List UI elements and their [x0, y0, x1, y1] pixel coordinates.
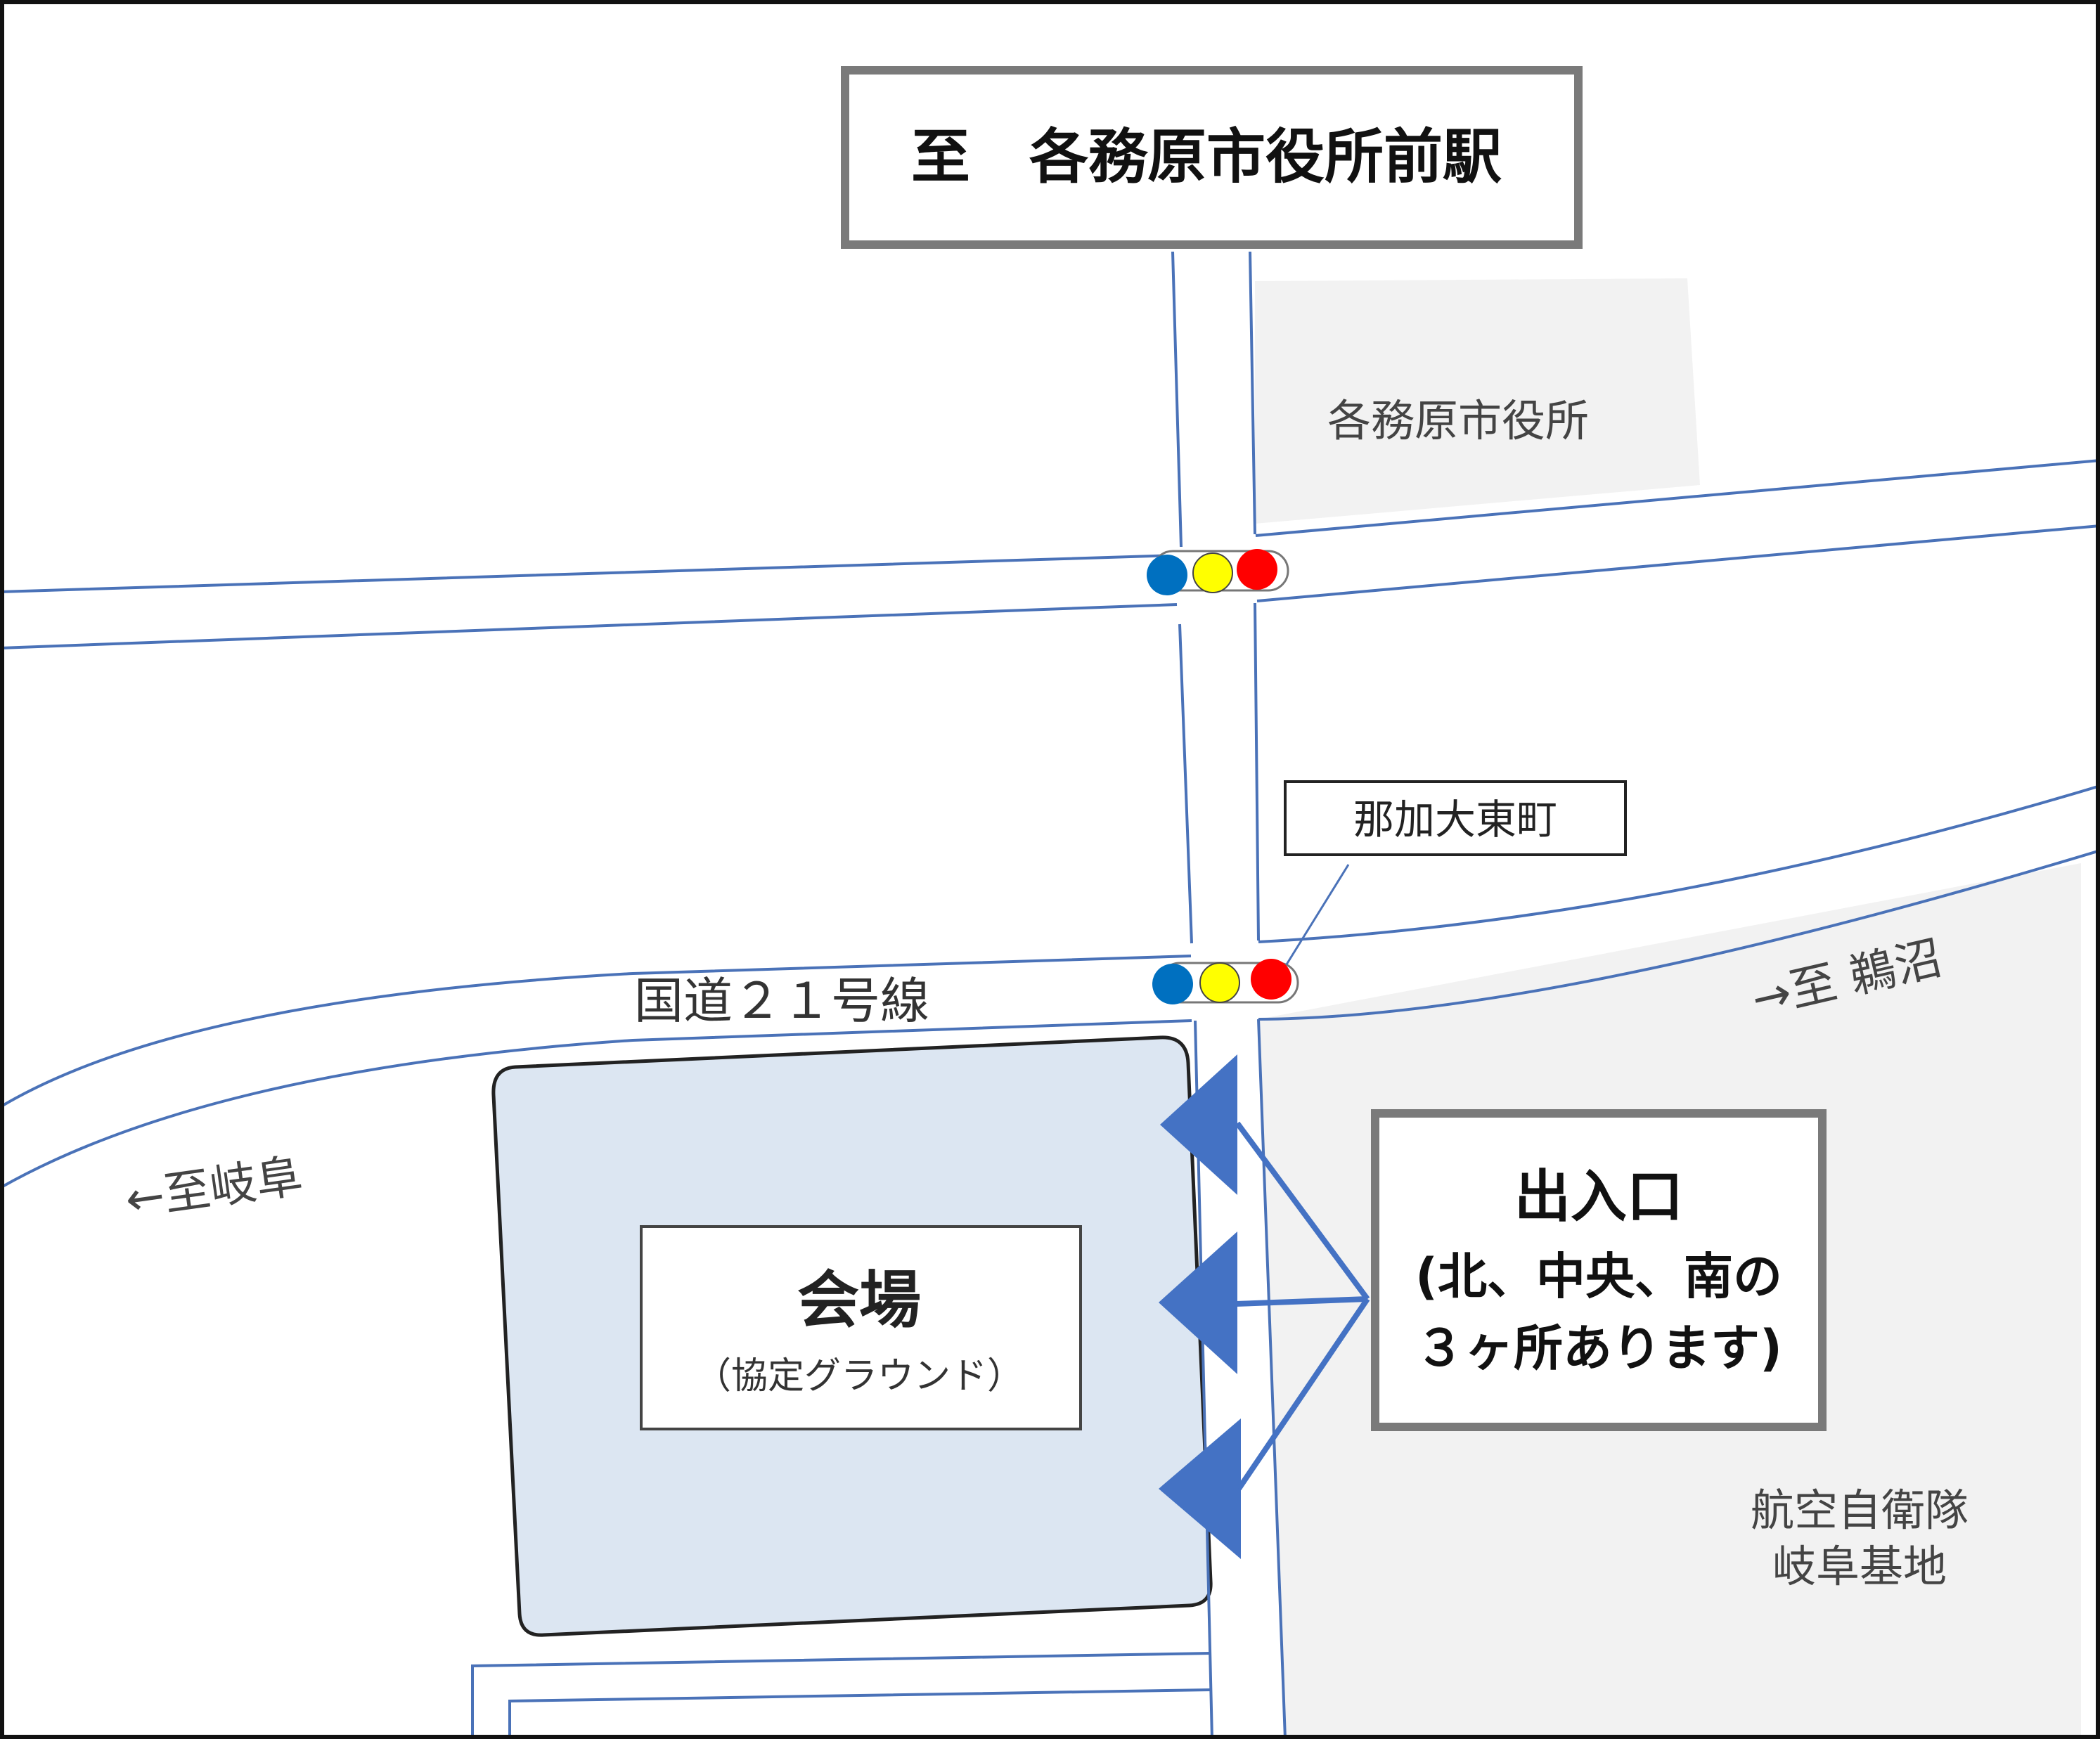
signal-yellow-light [1192, 552, 1233, 593]
entrance-arrows [1159, 1054, 1370, 1559]
air-base-label-2: 岐阜基地 [1772, 1541, 1947, 1592]
venue-subtitle: （協定グラウンド） [695, 1355, 1024, 1397]
signal-blue-light [1152, 964, 1193, 1004]
upper-road-south-edge [0, 524, 2100, 649]
signal-blue-light [1147, 555, 1187, 595]
intersection-name: 那加大東町 [1353, 796, 1557, 843]
signal-red-light [1251, 959, 1291, 1000]
upper-road-north-edge [0, 459, 2100, 593]
central-entrance-arrow-icon [1159, 1231, 1237, 1374]
north-entrance-arrow-icon [1160, 1054, 1237, 1195]
entrance-detail-1: (北、中央、南の [1415, 1248, 1782, 1305]
signal-red-light [1237, 549, 1277, 590]
city-hall-area [1255, 278, 1700, 524]
entrance-info-box: 出入口 (北、中央、南の ３ヶ所あります) [1371, 1109, 1827, 1431]
traffic-signal-route21 [1152, 959, 1299, 1004]
south-road-outer [471, 1652, 1211, 1739]
station-sign: 至 各務原市役所前駅 [841, 66, 1583, 249]
traffic-signal-north [1147, 549, 1289, 595]
signal-yellow-light [1199, 962, 1240, 1003]
air-base-label-1: 航空自衛隊 [1751, 1485, 1969, 1536]
direction-gifu-label: ←至岐阜 [122, 1149, 307, 1227]
route21-south-edge [0, 849, 2100, 1189]
roads [0, 251, 2100, 1739]
entrance-title: 出入口 [1514, 1164, 1683, 1229]
venue-label-box: 会場 （協定グラウンド） [640, 1225, 1082, 1430]
city-hall-label: 各務原市役所 [1327, 395, 1589, 446]
entrance-detail-2: ３ヶ所あります) [1415, 1319, 1782, 1377]
pointer-lines [1235, 1121, 1370, 1491]
intersection-callout: 那加大東町 [1284, 780, 1627, 965]
route21-north-edge [0, 784, 2100, 1108]
south-road-inner [508, 1688, 1213, 1739]
route-name-label: 国道２１号線 [634, 972, 929, 1030]
venue-title: 会場 [797, 1264, 921, 1336]
station-sign-label: 至 各務原市役所前駅 [911, 122, 1502, 191]
south-entrance-arrow-icon [1159, 1418, 1241, 1559]
main-road-east-edge [1249, 251, 1287, 1739]
